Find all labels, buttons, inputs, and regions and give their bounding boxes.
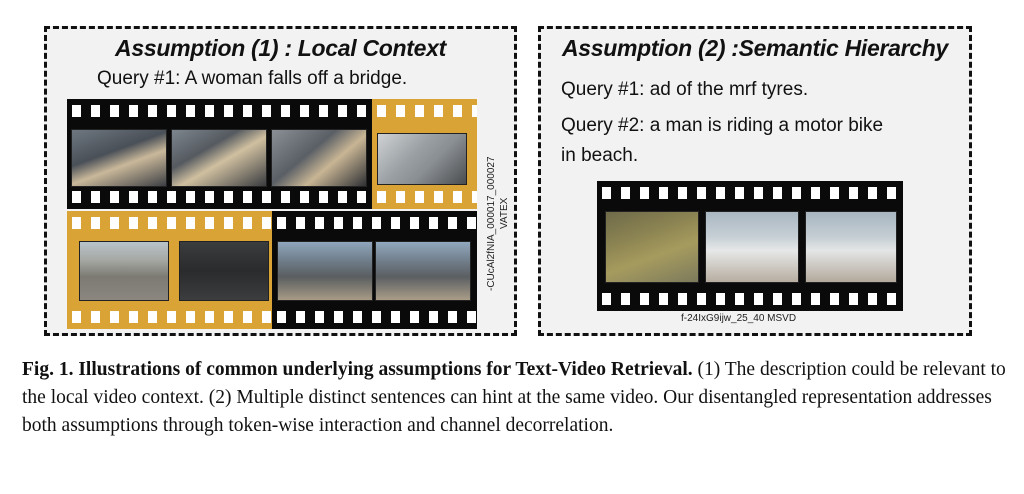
sprocket-holes	[597, 287, 903, 311]
video-frame-thumbnail	[377, 133, 467, 185]
caption-title: Illustrations of common underlying assum…	[78, 359, 693, 380]
query-2: Query #2: a man is riding a motor bike	[561, 115, 883, 137]
sprocket-holes	[372, 185, 477, 209]
video-id-label: f-24IxG9ijw_25_40 MSVD	[681, 313, 797, 324]
film-strip-bottom	[67, 211, 477, 331]
video-frame-thumbnail	[277, 241, 373, 301]
caption-body: (1) The description could be relevant to…	[22, 359, 1006, 436]
video-frame-thumbnail	[605, 211, 699, 283]
sprocket-holes	[67, 211, 272, 235]
panel-title: Assumption (1) : Local Context	[115, 35, 446, 61]
query-text: : ad of the mrf tyres.	[639, 79, 809, 100]
video-frame-thumbnail	[805, 211, 897, 283]
video-frame-thumbnail	[79, 241, 169, 301]
query-2-continued: in beach.	[561, 145, 639, 166]
sprocket-holes	[67, 305, 272, 329]
video-id-label: -CUcAl2fNIA_000017_000027	[486, 156, 497, 291]
figure-panel-semantic-hierarchy: Assumption (2) :Semantic Hierarchy Query…	[538, 26, 972, 336]
figure-label: Fig. 1.	[22, 359, 74, 380]
query-text: : A woman falls off a bridge.	[175, 68, 408, 89]
query-label: Query #1	[561, 79, 640, 100]
sprocket-holes	[67, 185, 372, 209]
sprocket-holes	[67, 99, 372, 123]
figure-panel-local-context: Assumption (1) : Local Context Query #1:…	[44, 26, 517, 336]
query-1: Query #1: ad of the mrf tyres.	[561, 79, 808, 101]
video-frame-thumbnail	[375, 241, 471, 301]
dataset-label: VATEX	[499, 197, 510, 229]
panel-title: Assumption (2) :Semantic Hierarchy	[561, 35, 948, 61]
sprocket-holes	[597, 181, 903, 205]
video-frame-thumbnail	[271, 129, 367, 187]
video-frame-thumbnail	[705, 211, 799, 283]
video-frame-thumbnail	[171, 129, 267, 187]
sprocket-holes	[372, 99, 477, 123]
query-label: Query #1	[97, 68, 176, 89]
film-strip-top	[67, 99, 477, 211]
sprocket-holes	[272, 211, 477, 235]
query-1: Query #1: A woman falls off a bridge.	[97, 68, 407, 90]
figure-caption: Fig. 1. Illustrations of common underlyi…	[22, 356, 1012, 440]
film-strip	[597, 181, 903, 311]
query-label: Query #2	[561, 115, 640, 136]
video-frame-thumbnail	[71, 129, 167, 187]
query-text: : a man is riding a motor bike	[639, 115, 884, 136]
video-frame-thumbnail	[179, 241, 269, 301]
sprocket-holes	[272, 305, 477, 329]
